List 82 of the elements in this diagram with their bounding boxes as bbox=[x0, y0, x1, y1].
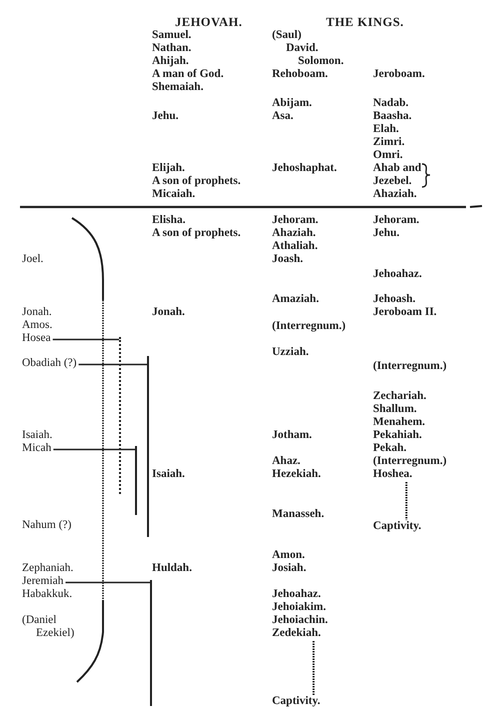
name-text: Jehoshaphat. bbox=[272, 162, 337, 175]
name-text: Abijam. bbox=[272, 97, 312, 110]
name-text: Jeroboam. bbox=[373, 68, 425, 81]
name-text: Jehoiachin. bbox=[272, 614, 328, 627]
name-text: Nathan. bbox=[152, 42, 192, 55]
name-text: Elisha. bbox=[152, 214, 186, 227]
name-text: Amos. bbox=[22, 319, 52, 332]
name-text: Zimri. bbox=[373, 136, 405, 149]
name-text: Menahem. bbox=[373, 416, 426, 429]
name-text: Hoshea. bbox=[373, 468, 412, 481]
name-text: Nahum (?) bbox=[22, 519, 72, 532]
name-text: Habakkuk. bbox=[22, 588, 72, 601]
connector-line bbox=[405, 482, 408, 520]
name-text: Asa. bbox=[272, 110, 294, 123]
name-text: Jeremiah bbox=[22, 575, 64, 588]
name-text: Baasha. bbox=[373, 110, 412, 123]
name-text: Elah. bbox=[373, 123, 399, 136]
name-text: (Interregnum.) bbox=[373, 360, 447, 373]
name-text: Jehu. bbox=[152, 110, 179, 123]
name-text: A son of prophets. bbox=[152, 175, 241, 188]
name-text: Omri. bbox=[373, 149, 403, 162]
name-text: Pekah. bbox=[373, 442, 407, 455]
name-text: Jotham. bbox=[272, 429, 312, 442]
name-text: Jonah. bbox=[152, 306, 185, 319]
name-text: Obadiah (?) bbox=[22, 357, 77, 370]
name-text: Jehoiakim. bbox=[272, 601, 326, 614]
name-text: (Saul) bbox=[272, 29, 302, 42]
name-text: Josiah. bbox=[272, 562, 306, 575]
name-text: Amaziah. bbox=[272, 293, 319, 306]
name-text: Nadab. bbox=[373, 97, 408, 110]
name-text: Ahaz. bbox=[272, 455, 300, 468]
name-text: Zephaniah. bbox=[22, 562, 74, 575]
name-text: Jehoash. bbox=[373, 293, 416, 306]
name-text: Isaiah. bbox=[22, 429, 52, 442]
name-text: Zechariah. bbox=[373, 390, 426, 403]
name-text: Captivity. bbox=[272, 695, 320, 708]
name-text: Ahaziah. bbox=[373, 188, 417, 201]
name-text: Captivity. bbox=[373, 520, 422, 533]
connector-line bbox=[312, 641, 315, 695]
name-text: Joash. bbox=[272, 253, 303, 266]
name-text: Jehoahaz. bbox=[272, 588, 321, 601]
name-text: Samuel. bbox=[152, 29, 192, 42]
name-text: (Daniel Ezekiel) bbox=[22, 614, 76, 640]
name-text: Elijah. bbox=[152, 162, 185, 175]
name-text: David. bbox=[286, 42, 318, 55]
name-text: Ahijah. bbox=[152, 55, 189, 68]
column-heading: JEHOVAH. bbox=[175, 16, 242, 29]
name-text: Rehoboam. bbox=[272, 68, 328, 81]
name-text: Solomon. bbox=[298, 55, 344, 68]
connector-line bbox=[66, 582, 150, 584]
name-text: Ahaziah. bbox=[272, 227, 316, 240]
name-text: Hosea bbox=[22, 332, 51, 345]
connector-line bbox=[52, 338, 119, 340]
name-text: A son of prophets. bbox=[152, 227, 241, 240]
name-text: Jehu. bbox=[373, 227, 400, 240]
name-text: A man of God. bbox=[152, 68, 224, 81]
name-text: Amon. bbox=[272, 549, 305, 562]
name-text: Uzziah. bbox=[272, 346, 309, 359]
name-text: Manasseh. bbox=[272, 508, 324, 521]
name-text: (Interregnum.) bbox=[272, 320, 346, 333]
name-text: Pekahiah. bbox=[373, 429, 422, 442]
name-text: Jehoram. bbox=[373, 214, 420, 227]
name-text: Shemaiah. bbox=[152, 81, 204, 94]
name-text: Zedekiah. bbox=[272, 627, 321, 640]
name-text: Huldah. bbox=[152, 562, 192, 575]
name-text: Jehoram. bbox=[272, 214, 318, 227]
name-text: Micaiah. bbox=[152, 188, 196, 201]
connector-line bbox=[78, 364, 147, 366]
name-text: Shallum. bbox=[373, 403, 417, 416]
name-text: Joel. bbox=[22, 253, 44, 266]
name-text: (Interregnum.) bbox=[373, 455, 447, 468]
name-text: Jezebel. bbox=[373, 175, 412, 188]
name-text: Jehoahaz. bbox=[373, 268, 422, 281]
name-text: Micah bbox=[22, 442, 52, 455]
name-text: Jeroboam II. bbox=[373, 306, 437, 319]
name-text: Isaiah. bbox=[152, 468, 185, 481]
name-text: Hezekiah. bbox=[272, 468, 321, 481]
column-heading: THE KINGS. bbox=[326, 16, 404, 29]
name-text: Jonah. bbox=[22, 306, 52, 319]
connector-line bbox=[53, 448, 135, 450]
name-text: Athaliah. bbox=[272, 240, 318, 253]
name-text: Ahab and bbox=[373, 162, 422, 175]
